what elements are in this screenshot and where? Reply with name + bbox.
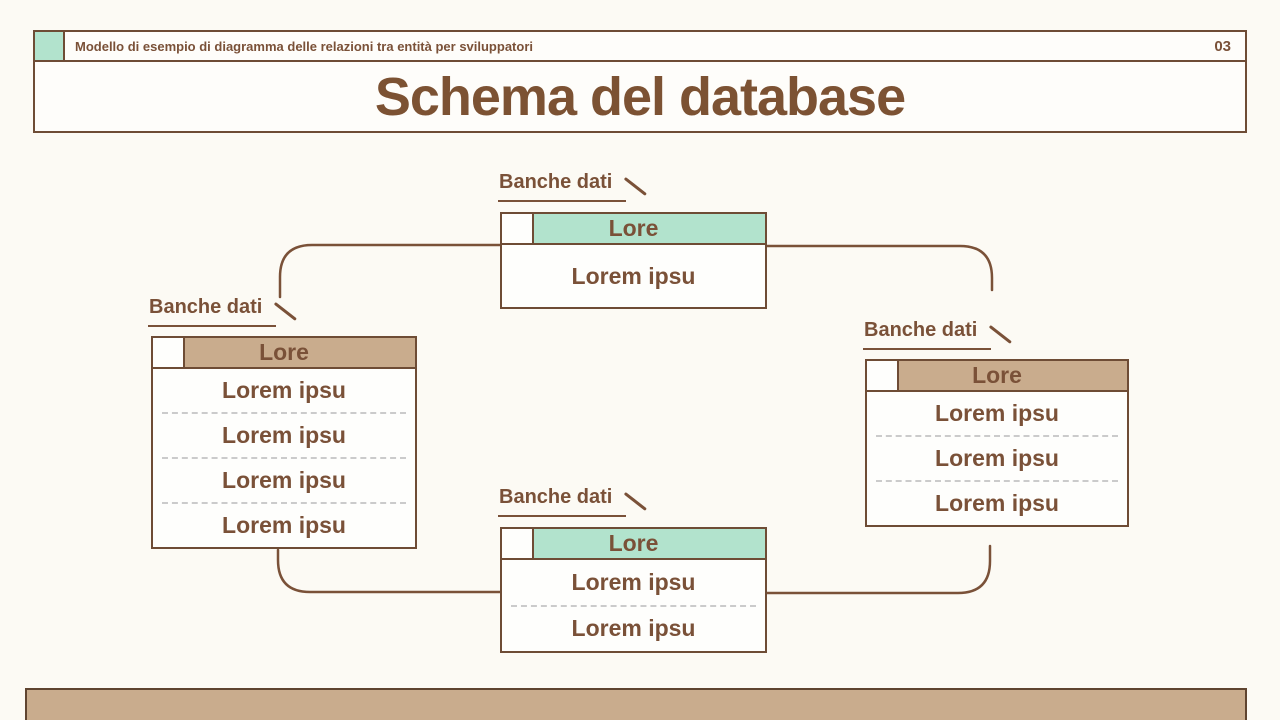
entity-title: Lore xyxy=(534,214,765,243)
entity-body: Lorem ipsu Lorem ipsu Lorem ipsu xyxy=(867,392,1127,525)
key-cell xyxy=(153,338,185,367)
entity-label-text: Banche dati xyxy=(499,171,613,193)
label-leader-tick xyxy=(274,301,297,321)
attribute-row: Lorem ipsu xyxy=(571,615,696,642)
connector-bottom-right xyxy=(765,544,992,595)
entity-header-row: Lore xyxy=(502,529,765,560)
label-leader-tick xyxy=(624,176,647,196)
attribute-row: Lorem ipsu xyxy=(222,467,346,493)
attribute-row: Lorem ipsu xyxy=(571,262,696,289)
row-divider xyxy=(162,502,406,504)
attribute-row: Lorem ipsu xyxy=(935,445,1059,471)
entity-label-text: Banche dati xyxy=(864,319,978,341)
entity-header-row: Lore xyxy=(502,214,765,245)
row-divider xyxy=(876,435,1118,437)
attribute-row: Lorem ipsu xyxy=(222,512,346,538)
entity-header-row: Lore xyxy=(867,361,1127,392)
entity-table-left: Lore Lorem ipsu Lorem ipsu Lorem ipsu Lo… xyxy=(151,336,417,549)
footer-bar xyxy=(25,688,1247,720)
connector-top-left xyxy=(278,243,502,299)
key-cell xyxy=(502,214,534,243)
row-divider xyxy=(511,604,756,607)
entity-body: Lorem ipsu Lorem ipsu xyxy=(502,560,765,651)
entity-title: Lore xyxy=(899,361,1127,390)
entity-label-bottom: Banche dati xyxy=(498,486,647,517)
entity-label-left: Banche dati xyxy=(148,296,297,327)
attribute-row: Lorem ipsu xyxy=(935,400,1059,426)
entity-table-bottom: Lore Lorem ipsu Lorem ipsu xyxy=(500,527,767,653)
connector-bottom-left xyxy=(276,548,502,594)
kicker-row: Modello di esempio di diagramma delle re… xyxy=(35,32,1245,62)
row-divider xyxy=(876,480,1118,482)
entity-label-text: Banche dati xyxy=(149,296,263,318)
label-leader-tick xyxy=(624,491,647,511)
slide-kicker: Modello di esempio di diagramma delle re… xyxy=(75,38,533,54)
page-number: 03 xyxy=(1214,37,1231,55)
key-cell xyxy=(502,529,534,558)
attribute-row: Lorem ipsu xyxy=(571,568,696,595)
entity-table-top: Lore Lorem ipsu xyxy=(500,212,767,309)
row-divider xyxy=(162,412,406,414)
title-row: Schema del database xyxy=(35,62,1245,131)
attribute-row: Lorem ipsu xyxy=(222,422,346,448)
page-title: Schema del database xyxy=(374,66,906,127)
header-box: Modello di esempio di diagramma delle re… xyxy=(33,30,1247,133)
connector-top-right xyxy=(765,244,994,292)
entity-body: Lorem ipsu Lorem ipsu Lorem ipsu Lorem i… xyxy=(153,369,415,547)
entity-label-text: Banche dati xyxy=(499,486,613,508)
entity-body: Lorem ipsu xyxy=(502,245,765,307)
key-cell xyxy=(867,361,899,390)
row-divider xyxy=(162,457,406,459)
entity-table-right: Lore Lorem ipsu Lorem ipsu Lorem ipsu xyxy=(865,359,1129,527)
header-accent-square xyxy=(35,32,65,60)
entity-title: Lore xyxy=(534,529,765,558)
attribute-row: Lorem ipsu xyxy=(935,490,1059,516)
entity-header-row: Lore xyxy=(153,338,415,369)
entity-label-top: Banche dati xyxy=(498,171,647,202)
entity-label-right: Banche dati xyxy=(863,319,1012,350)
attribute-row: Lorem ipsu xyxy=(222,377,346,403)
label-leader-tick xyxy=(989,324,1012,344)
entity-title: Lore xyxy=(185,338,415,367)
